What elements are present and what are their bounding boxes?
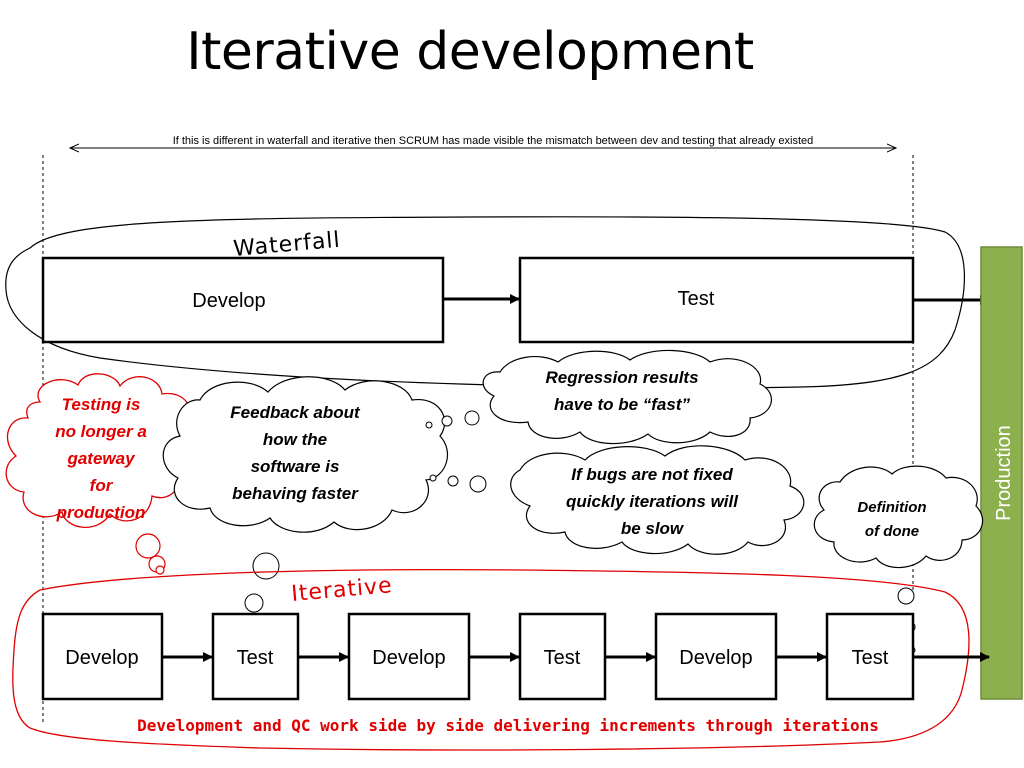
regression-line-1: Regression results xyxy=(545,368,698,387)
feedback-bubble-3 xyxy=(464,410,480,426)
feedback-bubble-6 xyxy=(469,475,487,493)
iter-bubble-2 xyxy=(244,593,264,613)
iter-develop-box-1 xyxy=(41,612,164,701)
iter-test-box-2 xyxy=(518,612,607,701)
feedback-line-3: software is xyxy=(251,457,340,476)
iter-test-label-2: Test xyxy=(544,647,581,669)
feedback-line-1: Feedback about xyxy=(230,403,361,422)
gateway-line-2: no longer a xyxy=(55,422,147,441)
iter-test-label-3: Test xyxy=(852,647,889,669)
page-title: Iterative development xyxy=(186,22,754,82)
iter-develop-box-2 xyxy=(347,612,471,701)
iter-test-label-1: Test xyxy=(237,647,274,669)
feedback-bubble-5 xyxy=(447,475,459,487)
done-line-1: Definition xyxy=(857,499,926,516)
iter-develop-box-3 xyxy=(654,612,778,701)
iter-bubble-1 xyxy=(252,552,280,580)
gateway-cloud xyxy=(5,373,194,528)
done-bubble-1 xyxy=(897,587,915,605)
waterfall-test-box xyxy=(518,256,915,344)
feedback-bubble-4 xyxy=(429,474,437,482)
iter-develop-label-2: Develop xyxy=(372,647,445,669)
regression-cloud xyxy=(482,349,772,445)
feedback-line-2: how the xyxy=(263,430,327,449)
done-cloud xyxy=(813,465,984,569)
waterfall-develop-box xyxy=(41,256,445,344)
gateway-bubble-3 xyxy=(155,565,165,575)
waterfall-loop xyxy=(5,216,966,389)
gateway-line-3: gateway xyxy=(66,449,136,468)
gateway-bubble-1 xyxy=(135,533,161,559)
iter-develop-label-1: Develop xyxy=(65,647,138,669)
iterative-note: Development and QC work side by side del… xyxy=(137,716,879,735)
iter-develop-label-3: Develop xyxy=(679,647,752,669)
bugs-cloud xyxy=(510,445,805,555)
regression-line-2: have to be “fast” xyxy=(554,395,691,414)
span-note: If this is different in waterfall and it… xyxy=(173,135,814,147)
done-line-2: of done xyxy=(865,523,919,540)
bugs-line-3: be slow xyxy=(621,519,685,538)
production-label: Production xyxy=(993,425,1015,521)
bugs-line-1: If bugs are not fixed xyxy=(571,465,733,484)
gateway-line-5: production xyxy=(56,503,146,522)
waterfall-develop-label: Develop xyxy=(192,290,265,312)
iterative-label: Iterative xyxy=(290,573,393,607)
production-bar xyxy=(980,246,1023,700)
gateway-line-4: for xyxy=(90,476,114,495)
iter-test-box-1 xyxy=(211,612,300,701)
feedback-cloud xyxy=(162,376,449,533)
gateway-line-1: Testing is xyxy=(62,395,141,414)
bugs-line-2: quickly iterations will xyxy=(566,492,739,511)
feedback-bubble-1 xyxy=(425,421,433,429)
waterfall-test-label: Test xyxy=(678,288,715,310)
feedback-line-4: behaving faster xyxy=(232,484,359,503)
iterative-loop xyxy=(12,568,970,751)
feedback-bubble-2 xyxy=(441,415,453,427)
